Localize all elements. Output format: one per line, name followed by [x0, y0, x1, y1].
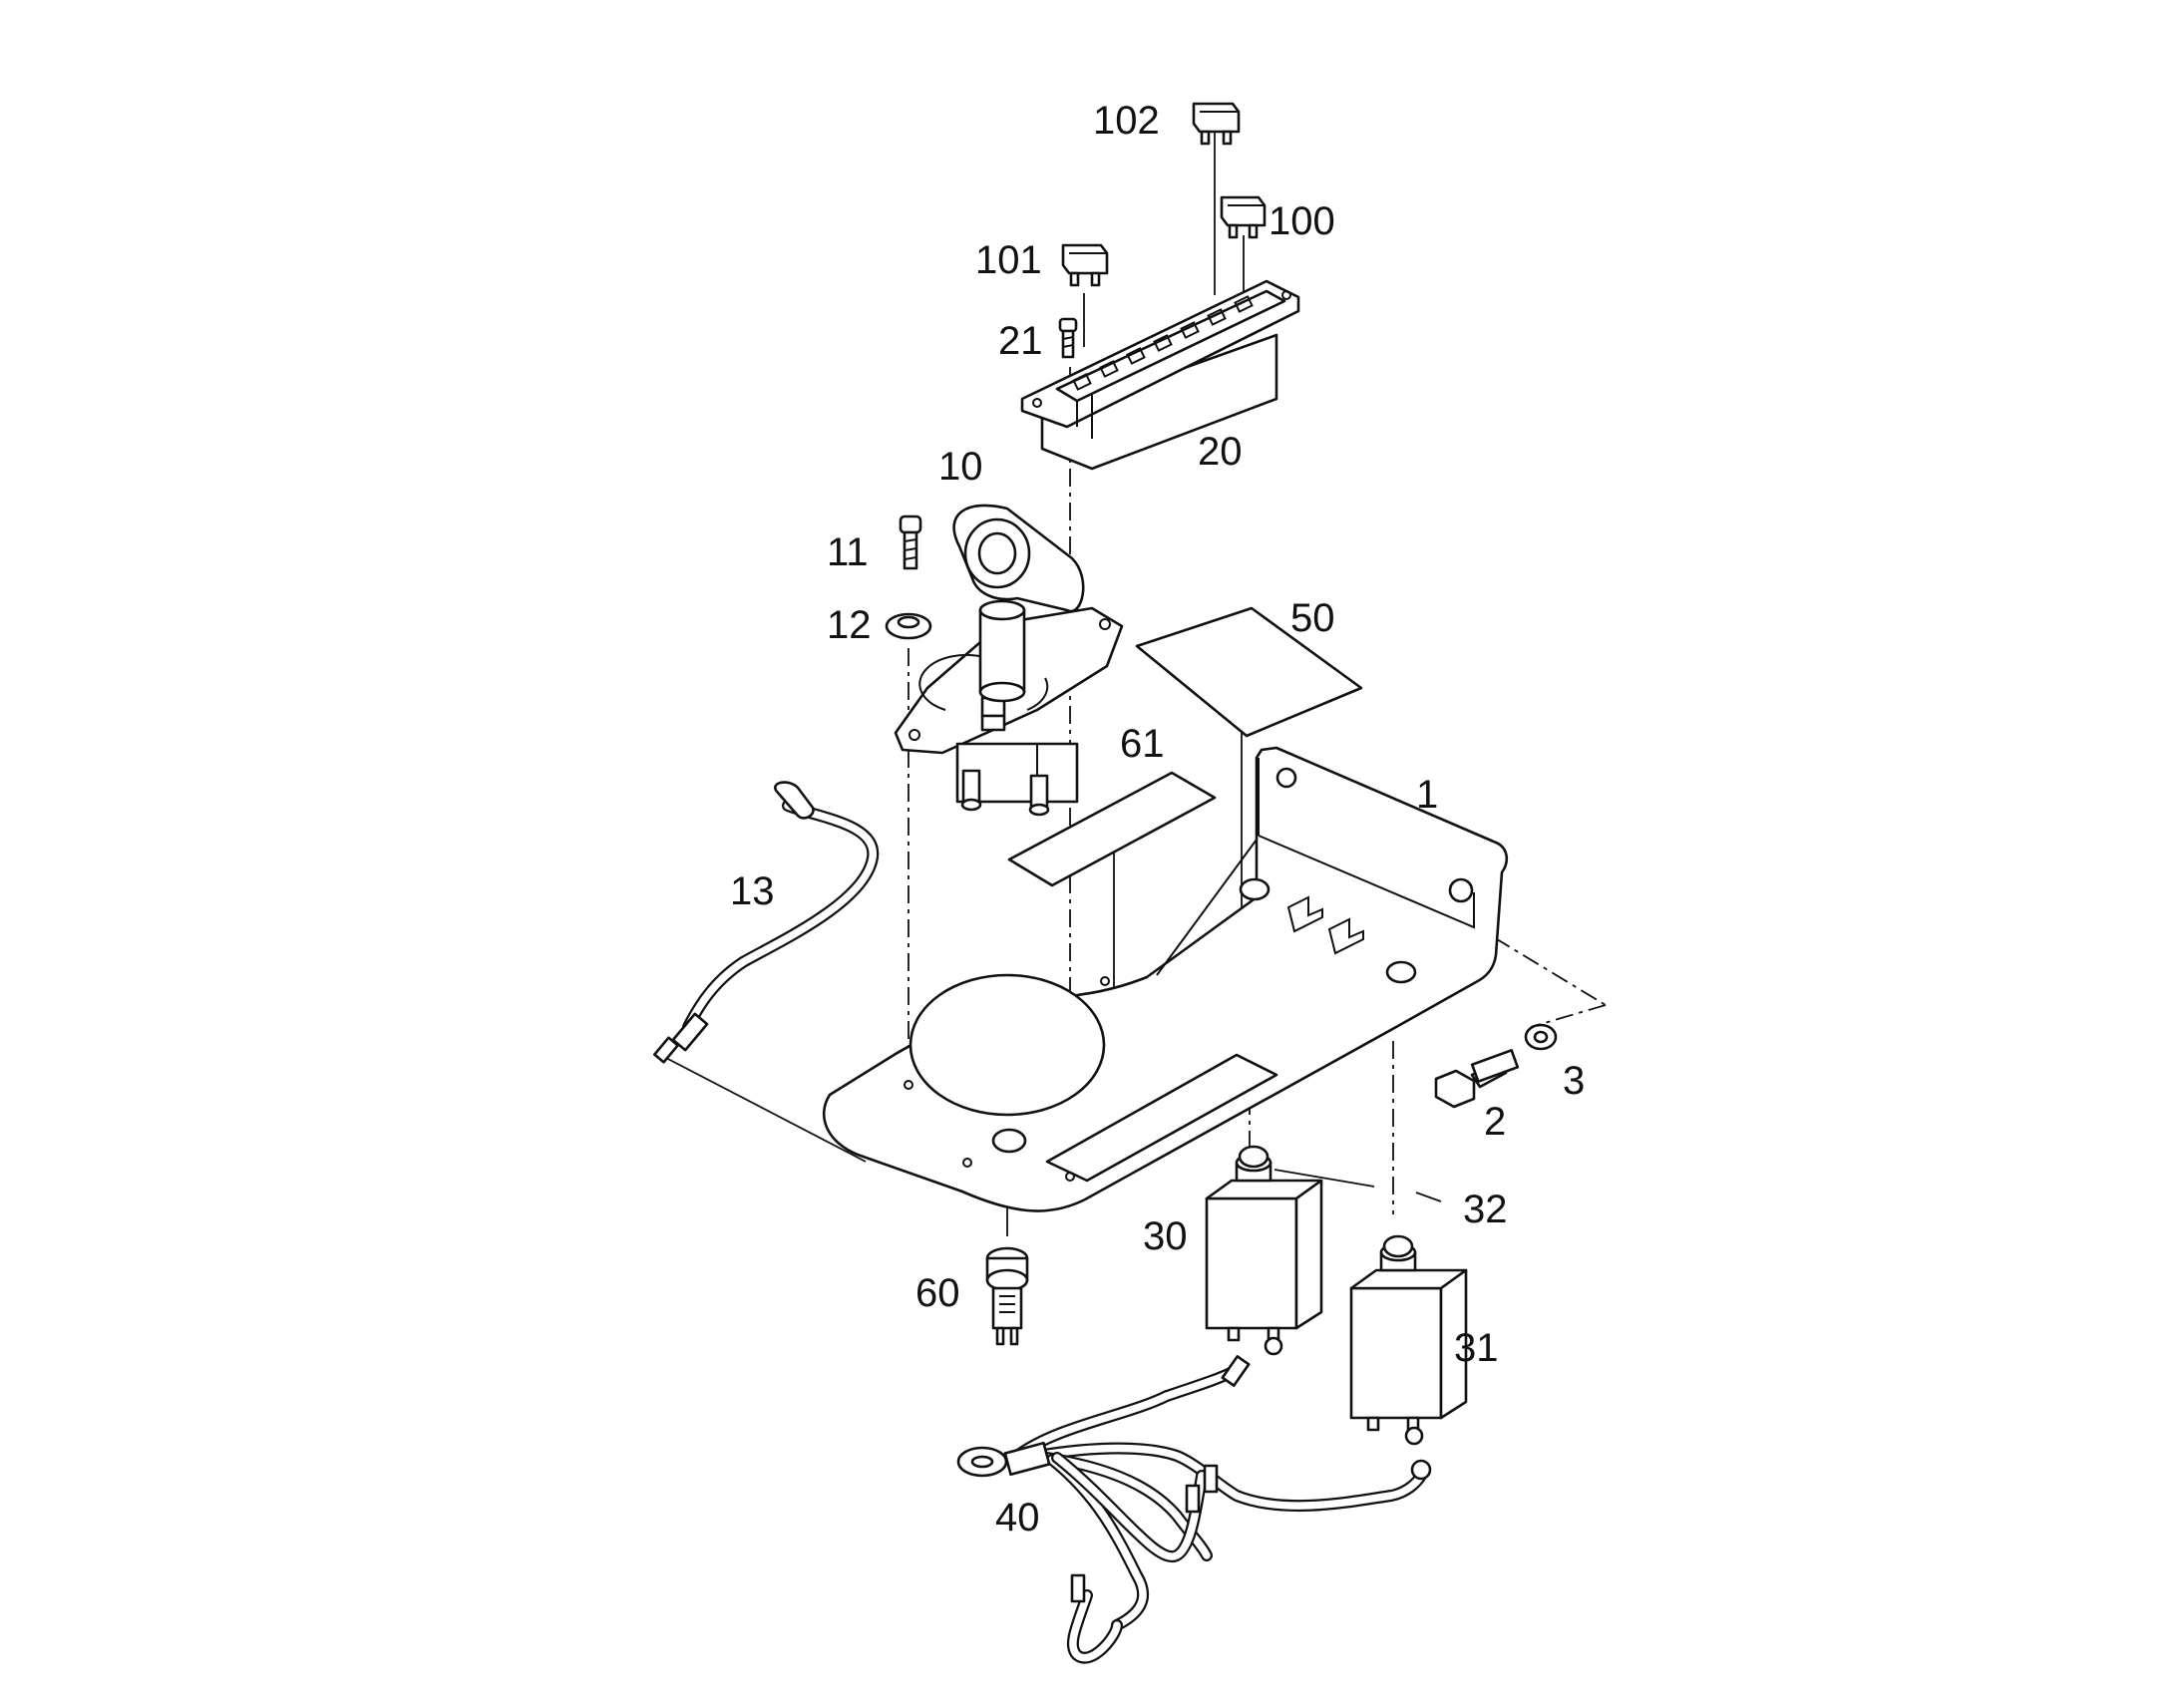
circuit-breaker-30	[1205, 1145, 1323, 1356]
indicator-light-60	[985, 1246, 1029, 1346]
fuse-101	[1061, 243, 1109, 287]
callout-32: 32	[1463, 1188, 1508, 1231]
fuse-100	[1220, 195, 1267, 239]
callout-31: 31	[1454, 1326, 1499, 1370]
wiring-harness-40	[956, 1355, 1432, 1664]
fuse-box-20	[1020, 279, 1300, 471]
callout-61: 61	[1120, 722, 1165, 766]
label-61	[1007, 771, 1217, 887]
screw-11	[899, 514, 922, 570]
callout-12: 12	[827, 603, 872, 647]
callout-labels: 102 100 101 21 20 10 11 12 50 61 1 13 2 …	[730, 99, 1585, 1539]
callout-102: 102	[1093, 99, 1160, 143]
callout-30: 30	[1143, 1214, 1188, 1258]
callout-21: 21	[998, 319, 1043, 363]
washer-12	[885, 612, 932, 640]
cable-13	[653, 781, 880, 1064]
base-plate-1	[822, 746, 1509, 1212]
callout-2: 2	[1484, 1100, 1506, 1144]
callout-101: 101	[975, 238, 1042, 282]
bolt-2	[1434, 1049, 1520, 1109]
callout-11: 11	[827, 530, 869, 574]
circuit-breaker-31	[1349, 1234, 1468, 1446]
washer-3	[1524, 1023, 1558, 1051]
callout-3: 3	[1563, 1059, 1585, 1103]
callout-10: 10	[938, 445, 983, 489]
callout-50: 50	[1290, 596, 1335, 640]
callout-1: 1	[1416, 773, 1438, 817]
callout-60: 60	[915, 1271, 960, 1315]
fuse-box-slots	[1072, 295, 1254, 391]
callout-20: 20	[1198, 430, 1243, 474]
callout-13: 13	[730, 869, 775, 913]
key-switch-10	[894, 504, 1124, 817]
label-50	[1135, 606, 1363, 738]
assembly-lines	[663, 128, 1607, 1236]
fuse-102	[1192, 102, 1241, 146]
screw-21	[1058, 317, 1078, 359]
callout-40: 40	[995, 1496, 1040, 1539]
callout-100: 100	[1269, 199, 1335, 243]
